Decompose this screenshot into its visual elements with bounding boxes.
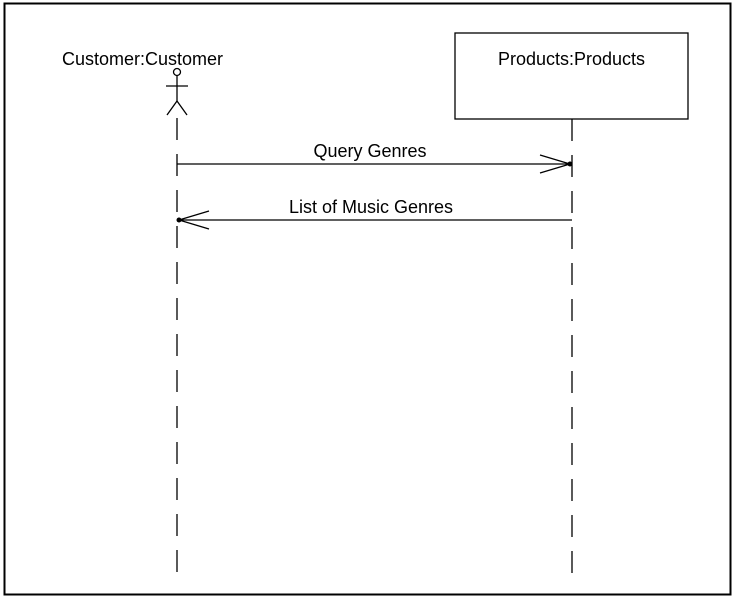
- message-query-genres: Query Genres: [177, 141, 573, 174]
- message-end-dot: [567, 161, 573, 167]
- diagram-frame: [3, 2, 732, 596]
- products-object-box: [454, 32, 689, 120]
- customer-lifeline-label: Customer:Customer: [62, 49, 223, 69]
- customer-actor-icon: [166, 67, 188, 116]
- message-list-of-music-genres-label: List of Music Genres: [289, 197, 453, 217]
- products-lifeline-label: Products:Products: [498, 49, 645, 69]
- message-list-of-music-genres: List of Music Genres: [176, 197, 572, 230]
- message-query-genres-label: Query Genres: [313, 141, 426, 161]
- message-end-dot: [176, 217, 182, 223]
